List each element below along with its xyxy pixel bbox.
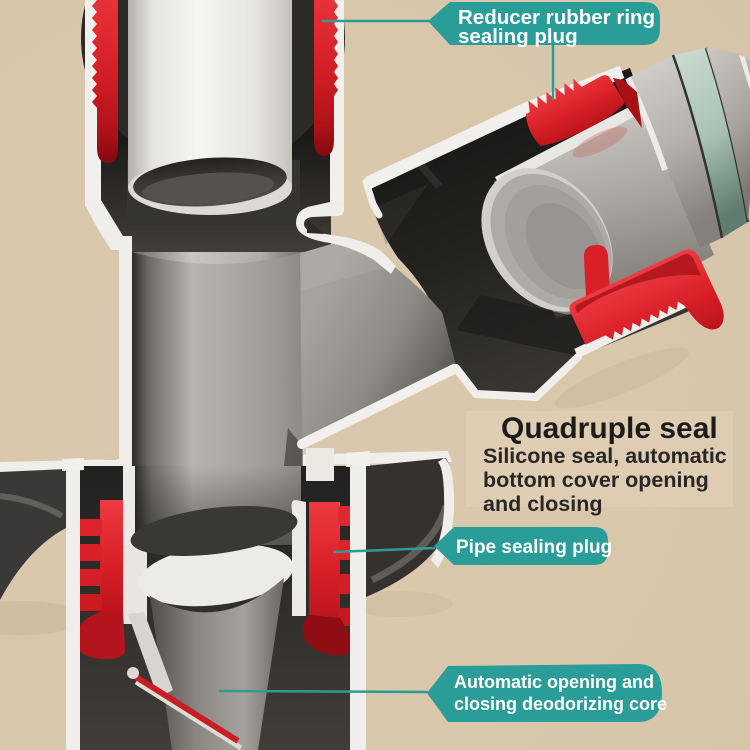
svg-text:Pipe sealing plug: Pipe sealing plug xyxy=(456,537,612,558)
svg-text:and closing: and closing xyxy=(483,492,602,516)
svg-text:bottom cover opening: bottom cover opening xyxy=(483,468,709,492)
svg-text:Reducer rubber ring: Reducer rubber ring xyxy=(458,6,655,29)
svg-text:sealing plug: sealing plug xyxy=(458,25,578,48)
svg-text:Quadruple seal: Quadruple seal xyxy=(501,412,718,445)
svg-text:Silicone seal, automatic: Silicone seal, automatic xyxy=(483,444,727,468)
svg-text:Automatic opening and: Automatic opening and xyxy=(454,672,654,692)
svg-text:closing deodorizing core: closing deodorizing core xyxy=(454,694,667,714)
